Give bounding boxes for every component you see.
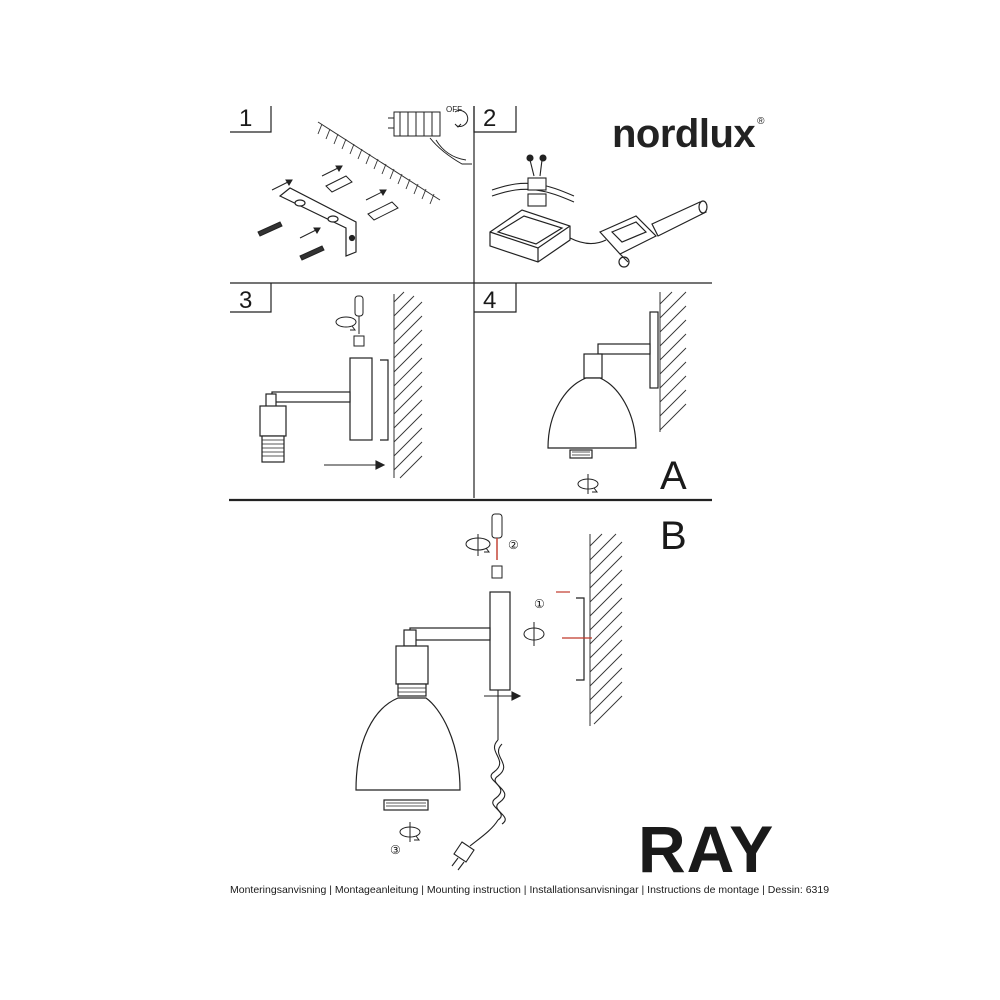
substep-2-marker: ②: [508, 538, 519, 552]
wall-plug-icon: [325, 175, 399, 221]
wire-connector-icon: [491, 154, 575, 207]
wall-hatch-icon: [589, 533, 623, 726]
lamp-assembly-icon: [547, 311, 659, 459]
screw-icon: [257, 221, 325, 261]
rotate-icon: [399, 822, 421, 842]
arrow-right-icon: [324, 460, 386, 470]
off-label: OFF: [446, 105, 462, 114]
step-number-1: 1: [239, 105, 253, 132]
brand-logo: nordlux®: [612, 112, 765, 156]
lamp-socket-icon: [569, 200, 708, 268]
product-name: RAY: [638, 812, 775, 886]
variant-label-b: B: [660, 514, 687, 558]
footer-languages: Monteringsanvisning | Montageanleitung |…: [230, 884, 830, 896]
wall-bracket-icon: [278, 187, 357, 257]
hand-switch-off-icon: [429, 109, 472, 165]
rotate-icon: [523, 622, 545, 646]
substep-3-marker: ③: [390, 843, 401, 857]
step-number-2: 2: [483, 105, 497, 132]
plug-icon: [451, 841, 475, 871]
wall-hatch-icon: [393, 291, 423, 479]
rotate-icon: [465, 534, 491, 556]
wall-hatch-icon: [317, 121, 441, 205]
rotate-icon: [335, 316, 357, 331]
arrow-right-icon: [484, 691, 522, 701]
rotate-icon: [577, 474, 599, 494]
junction-box-icon: [489, 209, 571, 263]
step-number-4: 4: [483, 287, 497, 314]
lamp-arm-icon: [259, 357, 389, 463]
lamp-assembly-icon: [355, 591, 511, 811]
wall-hatch-icon: [659, 291, 687, 432]
step-number-3: 3: [239, 287, 253, 314]
terminal-block-icon: [388, 111, 441, 137]
screwdriver-icon: [491, 513, 503, 579]
screwdriver-icon: [353, 295, 365, 347]
variant-label-a: A: [660, 454, 687, 498]
substep-1-marker: ①: [534, 597, 545, 611]
power-cord-icon: [469, 690, 506, 847]
